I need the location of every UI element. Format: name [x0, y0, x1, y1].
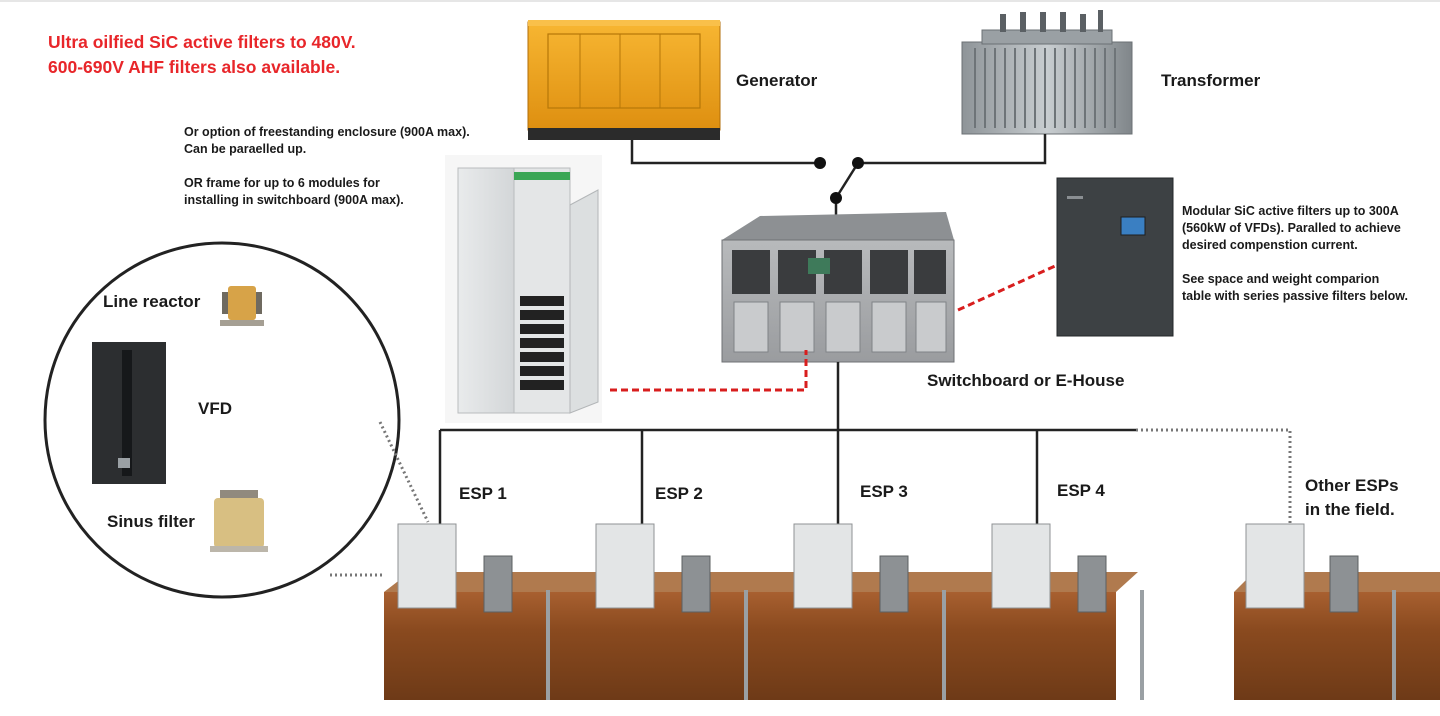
switchboard-icon: [721, 212, 955, 363]
esp-station-other: [1245, 523, 1396, 700]
other-esps-label: Other ESPs in the field.: [1305, 474, 1399, 522]
freestanding-note: Or option of freestanding enclosure (900…: [184, 124, 470, 209]
generator-icon: [527, 20, 721, 140]
line-reactor-icon: [220, 286, 264, 326]
modular-note: Modular SiC active filters up to 300A (5…: [1182, 203, 1408, 305]
modular-note-line-4: See space and weight comparion: [1182, 272, 1380, 286]
modular-note-line-3: desired compenstion current.: [1182, 238, 1358, 252]
esp-2-label: ESP 2: [655, 484, 703, 503]
vfd-label: VFD: [198, 399, 232, 418]
sinus-filter-icon: [210, 490, 268, 552]
freestanding-note-line-1: Or option of freestanding enclosure (900…: [184, 125, 470, 139]
esp-3-label: ESP 3: [860, 482, 908, 501]
distribution-bus: [438, 362, 1136, 525]
esp-station-4: [991, 523, 1144, 700]
modular-note-line-5: table with series passive filters below.: [1182, 289, 1409, 303]
esp-station-2: [595, 523, 748, 700]
line-reactor-label: Line reactor: [103, 292, 201, 311]
esp-station-3: [793, 523, 946, 700]
transformer-label: Transformer: [1161, 71, 1261, 90]
headline-line-2: 600-690V AHF filters also available.: [48, 57, 341, 77]
other-esps-line-2: in the field.: [1305, 500, 1395, 519]
modular-filter-icon: [1056, 177, 1174, 337]
source-wiring: [630, 134, 1047, 215]
switchboard-label: Switchboard or E-House: [927, 371, 1125, 390]
headline-line-1: Ultra oilfied SiC active filters to 480V…: [48, 32, 356, 52]
freestanding-note-line-4: installing in switchboard (900A max).: [184, 193, 404, 207]
generator-label: Generator: [736, 71, 818, 90]
filter-connections: [610, 264, 1056, 392]
transformer-icon: [961, 10, 1133, 135]
freestanding-note-line-3: OR frame for up to 6 modules for: [184, 176, 380, 190]
detail-circle: [43, 241, 430, 599]
other-esps-line-1: Other ESPs: [1305, 476, 1399, 495]
other-esp-feeder: [1136, 428, 1292, 525]
freestanding-enclosure-icon: [445, 155, 602, 423]
esp-1-label: ESP 1: [459, 484, 507, 503]
vfd-icon: [92, 342, 166, 484]
esp-station-1: [397, 523, 550, 700]
modular-note-line-1: Modular SiC active filters up to 300A: [1182, 204, 1399, 218]
sinus-filter-label: Sinus filter: [107, 512, 195, 531]
modular-note-line-2: (560kW of VFDs). Paralled to achieve: [1182, 221, 1401, 235]
esp-4-label: ESP 4: [1057, 481, 1105, 500]
freestanding-note-line-2: Can be paraelled up.: [184, 142, 307, 156]
breaker-contacts: [814, 157, 864, 204]
headline: Ultra oilfied SiC active filters to 480V…: [48, 30, 356, 80]
